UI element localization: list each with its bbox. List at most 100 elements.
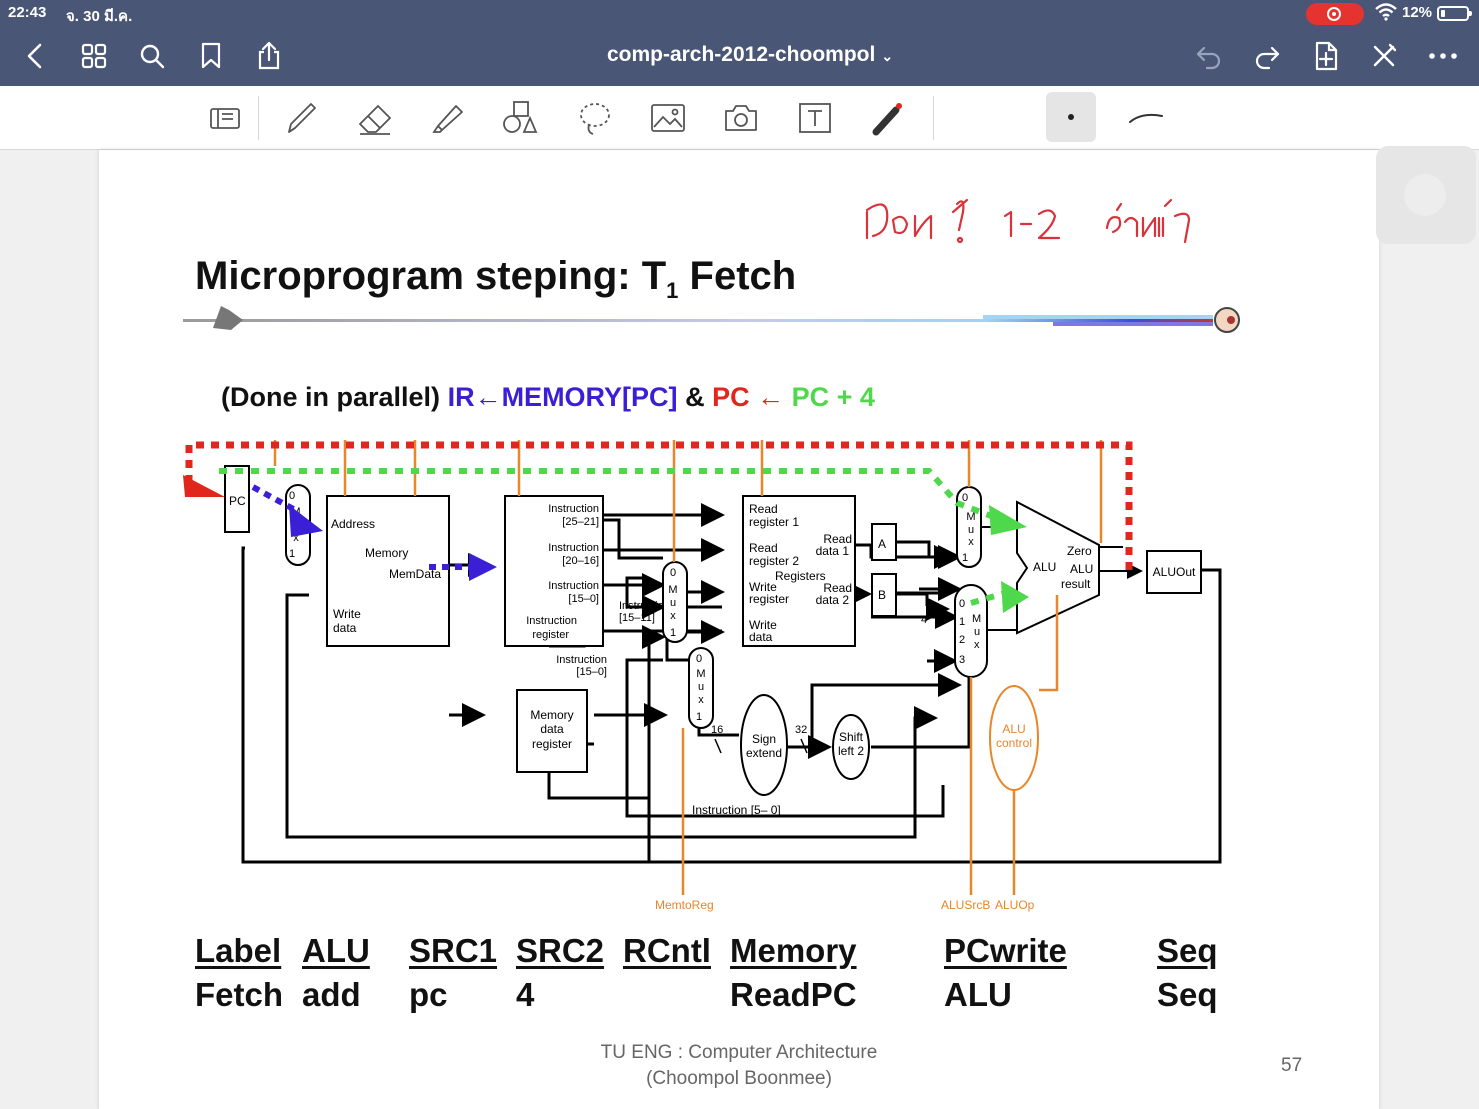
reg-read-data-1b: data 1 xyxy=(816,544,850,558)
table-header-rcntl: RCntl xyxy=(623,932,711,969)
alu-result-label-b: result xyxy=(1061,577,1091,591)
b-register-label: B xyxy=(878,588,886,602)
battery-percent: 12% xyxy=(1402,4,1433,21)
document-title-menu[interactable]: comp-arch-2012-choompol ⌄ xyxy=(560,43,940,67)
ir-label-2a: Instruction xyxy=(548,542,599,554)
svg-text:0: 0 xyxy=(670,567,676,579)
ir-label-register-1: Instruction xyxy=(526,615,577,627)
image-icon[interactable] xyxy=(646,96,690,140)
ir-label-2b: [20–16] xyxy=(562,555,599,567)
datapath-diagram: PC 0 M u x 1 Address Memory MemData Writ… xyxy=(183,440,1222,912)
add-page-icon[interactable] xyxy=(1308,38,1344,74)
handwritten-note xyxy=(865,198,1191,244)
screen-recording-indicator[interactable] xyxy=(1306,3,1364,25)
battery-icon xyxy=(1437,6,1472,21)
shift-left-label-b: left 2 xyxy=(838,744,864,758)
svg-text:0: 0 xyxy=(696,653,702,665)
memory-memdata-label: MemData xyxy=(389,567,441,581)
camera-icon[interactable] xyxy=(719,96,763,140)
bits-32-label: 32 xyxy=(795,724,807,736)
share-icon[interactable] xyxy=(251,38,287,74)
slide-title: Microprogram steping: T1 Fetch xyxy=(195,254,796,304)
alu-unit xyxy=(1016,500,1100,635)
toolbar-divider xyxy=(933,96,934,140)
subtitle-parallel: (Done in parallel) xyxy=(221,382,441,412)
sign-extend-label-b: extend xyxy=(746,746,782,760)
highlighter-icon[interactable] xyxy=(426,96,470,140)
shift-left-2-unit xyxy=(832,714,870,780)
text-box-icon[interactable] xyxy=(793,96,837,140)
document-canvas[interactable]: Microprogram steping: T1 Fetch xyxy=(0,150,1479,1109)
svg-text:1: 1 xyxy=(670,627,676,639)
slide-title-main: Microprogram steping: T xyxy=(195,254,667,298)
table-cell-seq: Seq xyxy=(1157,976,1218,1013)
memory-data-register xyxy=(516,689,588,773)
svg-text:x: x xyxy=(968,536,974,548)
reg-write-register-a: Write xyxy=(749,580,777,594)
ir-label-4a: Instruction xyxy=(556,654,607,666)
reg-write-data-b: data xyxy=(749,630,773,644)
table-header-label: Label xyxy=(195,932,282,969)
redo-icon[interactable] xyxy=(1249,38,1285,74)
svg-text:u: u xyxy=(698,681,704,693)
search-icon[interactable] xyxy=(134,38,170,74)
subtitle-pc-plus-4: PC + 4 xyxy=(791,382,875,412)
memory-address-label: Address xyxy=(331,517,375,531)
ir-label-1a: Instruction xyxy=(548,503,599,515)
lasso-icon[interactable] xyxy=(573,96,617,140)
reg-read-data-2b: data 2 xyxy=(816,593,850,607)
more-icon[interactable] xyxy=(1425,38,1461,74)
floating-assistive-button[interactable] xyxy=(1376,146,1476,244)
bookmark-icon[interactable] xyxy=(193,38,229,74)
mux-memtoreg xyxy=(688,647,714,729)
ir-label-4b: [15–0] xyxy=(576,666,607,678)
chevron-down-icon: ⌄ xyxy=(881,48,894,64)
stroke-style-icon[interactable] xyxy=(1124,96,1168,140)
read-mode-icon[interactable] xyxy=(203,96,247,140)
instruction-register xyxy=(504,495,604,647)
instr-15-11-label-a: Instruction xyxy=(619,600,670,612)
alusrcb-label: ALUSrcB xyxy=(941,898,990,912)
table-cell-alu: add xyxy=(302,976,361,1013)
grid-icon[interactable] xyxy=(76,38,112,74)
undo-icon[interactable] xyxy=(1191,38,1227,74)
table-cell-pcwrite: ALU xyxy=(944,976,1012,1013)
reg-registers-label: Registers xyxy=(775,569,826,583)
reg-write-register-b: register xyxy=(749,592,789,606)
close-tools-icon[interactable] xyxy=(1366,38,1402,74)
mdr-label-c: register xyxy=(532,737,572,751)
svg-text:M: M xyxy=(966,511,975,523)
shapes-icon[interactable] xyxy=(498,96,542,140)
const-4-label: 4 xyxy=(921,614,927,626)
ir-label-3a: Instruction xyxy=(548,580,599,592)
memory-data-label: data xyxy=(333,621,357,635)
table-header-seq: Seq xyxy=(1157,932,1218,969)
slide-title-subscript: 1 xyxy=(666,278,679,303)
pen-icon[interactable] xyxy=(279,96,323,140)
mux-a-label-4: 1 xyxy=(289,548,295,560)
document-title: comp-arch-2012-choompol xyxy=(606,43,876,66)
title-bar: 22:43 จ. 30 มี.ค. 12% comp-arch-2012-cho… xyxy=(0,0,1479,86)
subtitle-and: & xyxy=(685,382,705,412)
muxb-input-0: 0 xyxy=(959,598,965,610)
mdr-label-b: data xyxy=(540,722,564,736)
table-header-alu: ALU xyxy=(302,932,370,969)
table-cell-label: Fetch xyxy=(195,976,284,1013)
svg-text:1: 1 xyxy=(696,711,702,723)
sign-extend-unit xyxy=(740,694,788,796)
pen-size-icon[interactable] xyxy=(1046,92,1096,142)
shift-left-label-a: Shift xyxy=(839,730,864,744)
wifi-icon xyxy=(1375,3,1397,21)
table-cell-src1: pc xyxy=(409,976,448,1013)
svg-text:u: u xyxy=(974,626,980,638)
slide-page[interactable]: Microprogram steping: T1 Fetch xyxy=(99,150,1379,1109)
back-icon[interactable] xyxy=(17,38,53,74)
title-divider xyxy=(183,306,1240,333)
eraser-icon[interactable] xyxy=(353,96,397,140)
mdr-label-a: Memory xyxy=(530,708,573,722)
alu-control-label-a: ALU xyxy=(1002,722,1025,736)
subtitle-pc-assign: PC ← xyxy=(712,382,785,412)
alu-result-label-a: ALU xyxy=(1070,562,1093,576)
laser-pointer-icon[interactable]: ᛒ xyxy=(866,96,910,140)
table-header-src1: SRC1 xyxy=(409,932,498,969)
